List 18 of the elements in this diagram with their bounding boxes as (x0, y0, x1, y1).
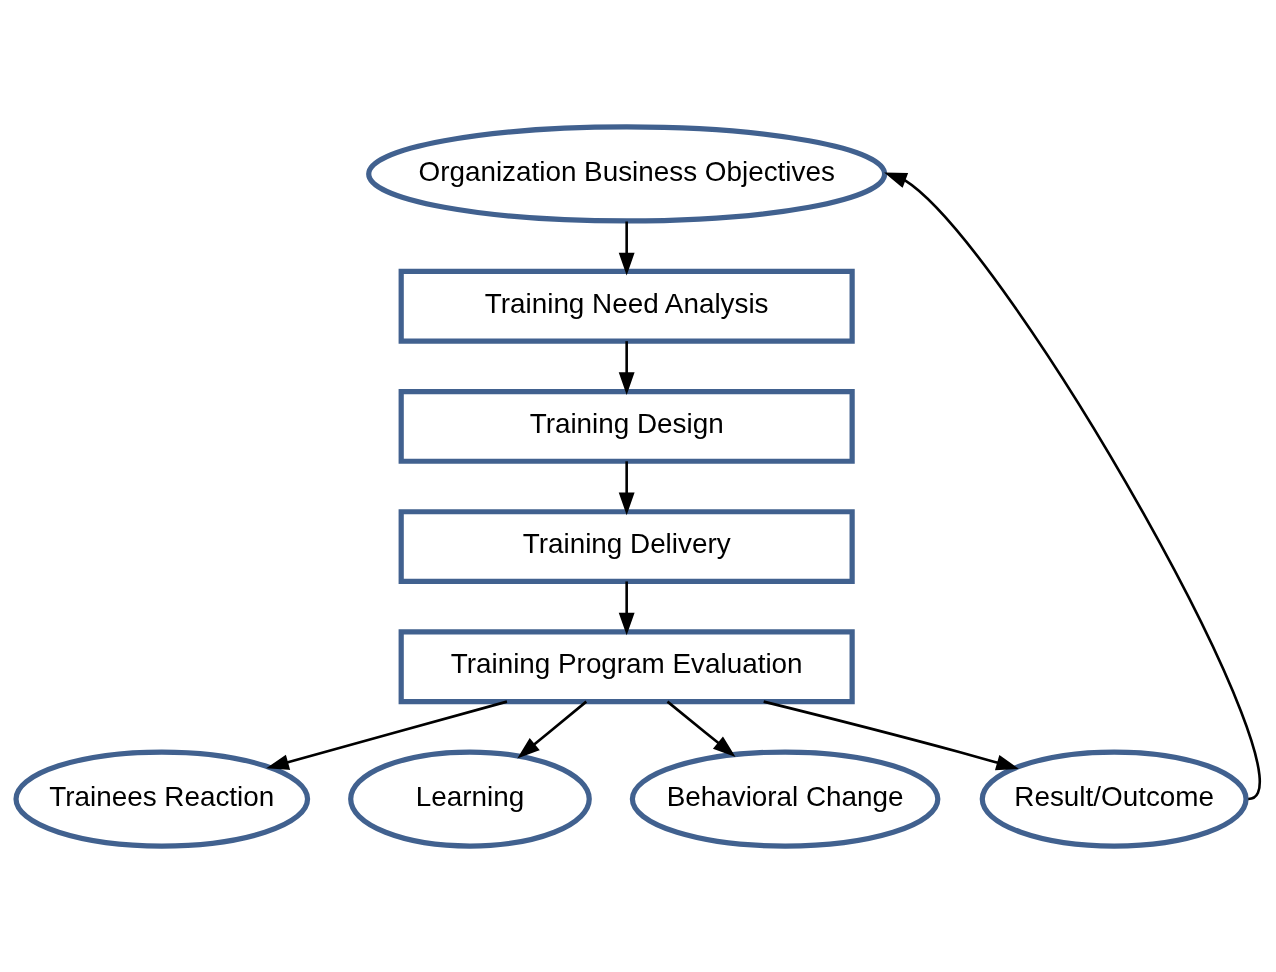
arrow (618, 460, 635, 515)
arrow (666, 700, 736, 757)
node-ellipse: Behavioral Change (629, 748, 941, 849)
arrow (266, 699, 508, 770)
node-ellipse: Trainees Reaction (13, 748, 311, 849)
node-ellipse: Result/Outcome (979, 748, 1249, 849)
node-box: Training Design (398, 388, 855, 464)
node-box: Training Program Evaluation (398, 628, 855, 704)
arrow (618, 580, 635, 635)
node-box: Training Delivery (398, 508, 855, 584)
arrow (618, 221, 635, 275)
node-ellipse: Organization Business Objectives (366, 123, 888, 224)
arrow (763, 699, 1019, 770)
arrow (517, 700, 588, 758)
node-box: Training Need Analysis (398, 268, 855, 344)
node-ellipse: Learning (348, 748, 592, 849)
arrow (884, 172, 1261, 800)
arrow (618, 340, 635, 395)
